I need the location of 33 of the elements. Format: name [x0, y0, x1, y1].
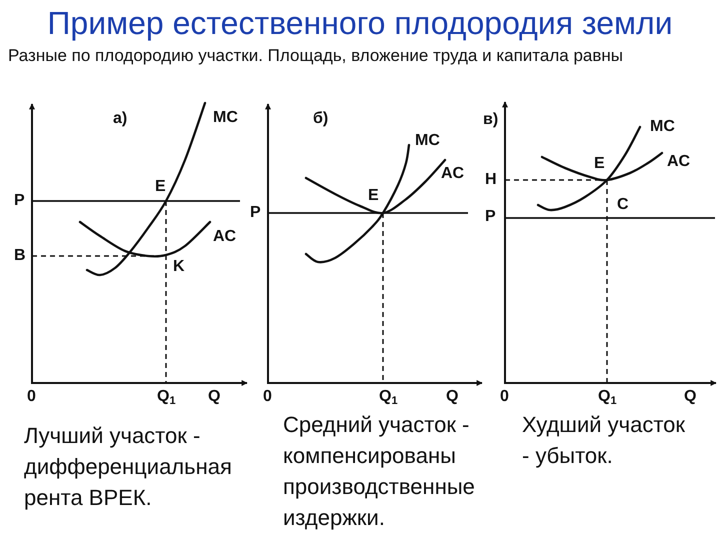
point-label: E — [594, 156, 605, 172]
panel-letter: б) — [313, 111, 328, 127]
axis-tick-label: P — [485, 209, 496, 225]
axis-tick-label: P — [250, 205, 261, 221]
axis-tick-label: Q$_{1}$ — [598, 389, 617, 405]
caption-text: Худший участок - убыток. — [522, 411, 686, 470]
axis-label: Q — [208, 389, 220, 405]
axis-tick-label: B — [14, 248, 26, 264]
caption-text: Лучший участок - дифференциальная рента ВРЕК. — [24, 422, 233, 512]
point-label: E — [368, 188, 379, 204]
subtitle: Разные по плодородию участки. Площадь, вложение труда и капитала равны — [8, 46, 624, 66]
curve-label: AC — [213, 229, 236, 245]
axis-tick-label: H — [485, 172, 497, 188]
origin-label: 0 — [27, 389, 36, 405]
curve-label: MC — [213, 110, 238, 126]
point-label: C — [617, 197, 629, 213]
curve-label: AC — [441, 166, 464, 182]
title: Пример естественного плодородия земли — [47, 4, 673, 42]
point-label: K — [173, 259, 185, 275]
panel-letter: в) — [483, 112, 498, 128]
curve-label: MC — [415, 133, 440, 149]
origin-label: 0 — [263, 389, 272, 405]
axis-label: Q — [684, 389, 696, 405]
axis-label: Q — [446, 389, 458, 405]
axis-tick-label: Q$_{1}$ — [157, 389, 176, 405]
point-label: E — [155, 179, 166, 195]
panel-letter: а) — [113, 111, 128, 127]
caption-text: Средний участок - компенсированы производственные издержки. — [283, 411, 476, 532]
axis-tick-label: Q$_{1}$ — [379, 389, 398, 405]
axis-tick-label: P — [14, 193, 25, 209]
curve-label: AC — [667, 154, 690, 170]
curve-label: MC — [650, 119, 675, 135]
origin-label: 0 — [500, 389, 509, 405]
